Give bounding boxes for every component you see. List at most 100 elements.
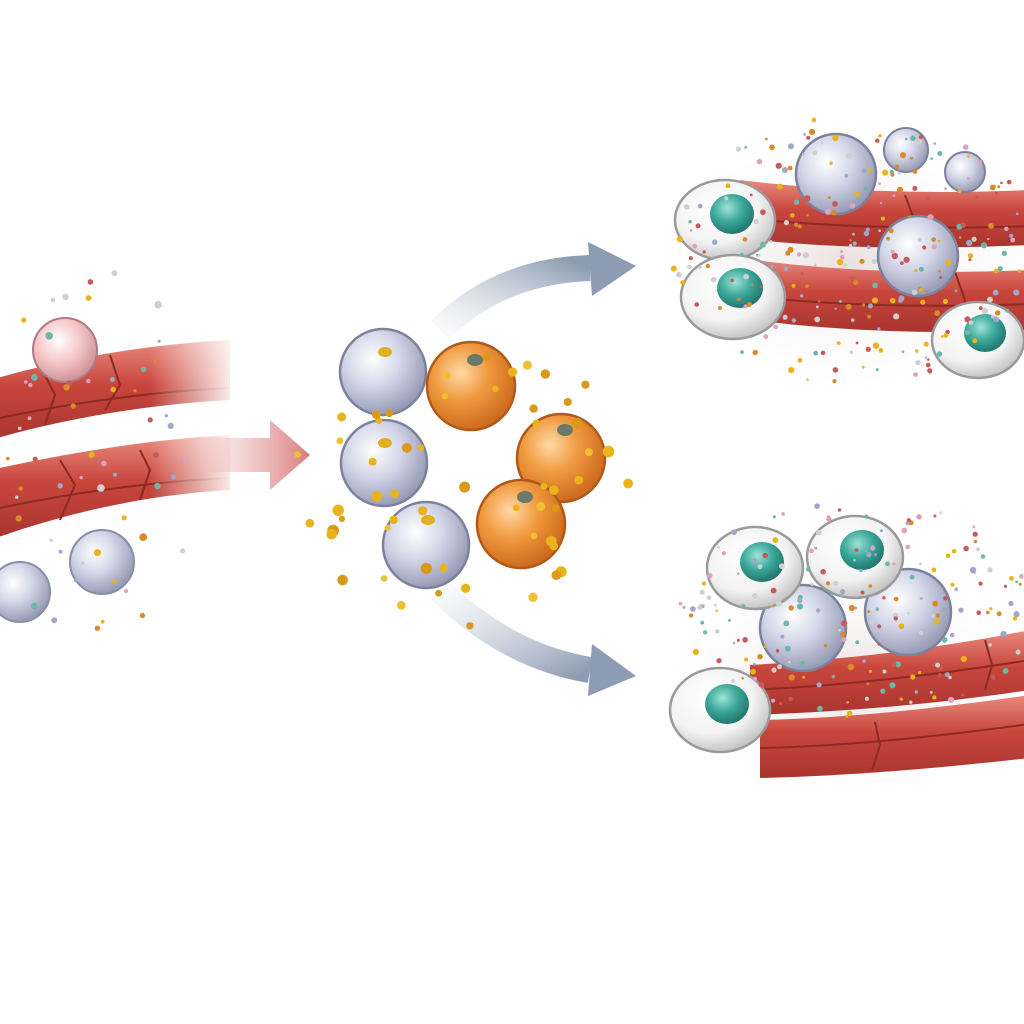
particle xyxy=(968,320,974,326)
particle xyxy=(15,515,22,522)
particle xyxy=(758,682,765,688)
particle xyxy=(839,254,845,260)
particle xyxy=(944,187,947,191)
particle xyxy=(925,290,929,294)
particle xyxy=(581,380,590,389)
particle xyxy=(689,229,693,232)
particle xyxy=(948,675,952,680)
particle xyxy=(990,674,995,679)
particle xyxy=(933,514,937,518)
particle xyxy=(94,625,101,631)
particle xyxy=(1018,582,1022,586)
particle xyxy=(890,249,895,255)
particle xyxy=(700,620,705,625)
particle xyxy=(968,258,972,262)
particle xyxy=(901,527,908,534)
particle xyxy=(906,518,911,523)
particle xyxy=(834,307,837,310)
particle xyxy=(759,285,763,289)
particle xyxy=(832,367,839,373)
particle xyxy=(741,604,746,609)
particle xyxy=(796,252,802,257)
particle xyxy=(914,269,918,273)
particle xyxy=(920,299,926,305)
particle xyxy=(1017,269,1022,273)
particle xyxy=(788,674,795,681)
particle xyxy=(18,486,23,491)
particle xyxy=(936,351,943,357)
particle xyxy=(927,358,930,361)
particle xyxy=(703,630,708,635)
particle xyxy=(86,378,91,384)
particle xyxy=(139,533,148,541)
particle xyxy=(914,690,918,694)
particle xyxy=(780,634,785,639)
particle xyxy=(744,146,748,149)
particle xyxy=(113,472,117,477)
particle xyxy=(913,372,918,377)
particle xyxy=(788,143,794,150)
particle xyxy=(27,416,32,421)
particle xyxy=(922,245,927,250)
particle xyxy=(1008,600,1014,607)
particle xyxy=(731,679,735,683)
particle xyxy=(950,632,955,638)
particle xyxy=(975,195,979,199)
particle xyxy=(788,605,794,611)
particle xyxy=(101,460,107,467)
particle xyxy=(932,695,937,700)
particle xyxy=(800,294,804,298)
particle xyxy=(971,236,977,242)
particle xyxy=(6,456,10,461)
particle xyxy=(790,213,795,218)
particle xyxy=(805,567,811,572)
particle xyxy=(852,232,855,236)
particle xyxy=(133,389,137,393)
particle xyxy=(182,456,189,462)
particle xyxy=(853,559,856,562)
particle xyxy=(712,239,718,245)
particle xyxy=(121,515,127,521)
particle xyxy=(749,193,753,197)
particle xyxy=(441,393,448,400)
particle xyxy=(70,403,77,409)
particle xyxy=(907,290,911,294)
particle xyxy=(690,606,696,612)
particle xyxy=(753,218,759,225)
particle xyxy=(915,360,921,366)
particle xyxy=(742,637,748,643)
particle xyxy=(549,485,559,495)
particle xyxy=(540,482,548,490)
particle xyxy=(977,160,982,164)
particle xyxy=(989,607,993,611)
particle xyxy=(812,150,818,156)
particle xyxy=(892,194,896,197)
particle xyxy=(964,316,971,323)
particle xyxy=(529,404,538,413)
particle xyxy=(507,367,518,377)
particle xyxy=(903,256,910,263)
particle xyxy=(910,674,916,680)
particle xyxy=(911,289,918,296)
particle xyxy=(880,688,886,694)
particle xyxy=(832,201,838,207)
particle xyxy=(866,682,870,686)
particle xyxy=(154,482,161,490)
particle xyxy=(741,677,744,680)
particle xyxy=(815,305,819,309)
particle xyxy=(934,310,940,316)
particle xyxy=(940,335,944,338)
particle xyxy=(905,521,910,526)
particle xyxy=(336,437,344,445)
particle xyxy=(31,602,38,610)
particle xyxy=(809,128,816,135)
particle xyxy=(889,682,896,689)
particle xyxy=(1001,250,1007,256)
particle xyxy=(978,306,983,310)
particle xyxy=(21,317,27,323)
particle xyxy=(814,546,818,550)
particle xyxy=(167,422,174,429)
particle xyxy=(962,144,969,150)
particle xyxy=(51,617,58,624)
particle xyxy=(820,141,823,144)
